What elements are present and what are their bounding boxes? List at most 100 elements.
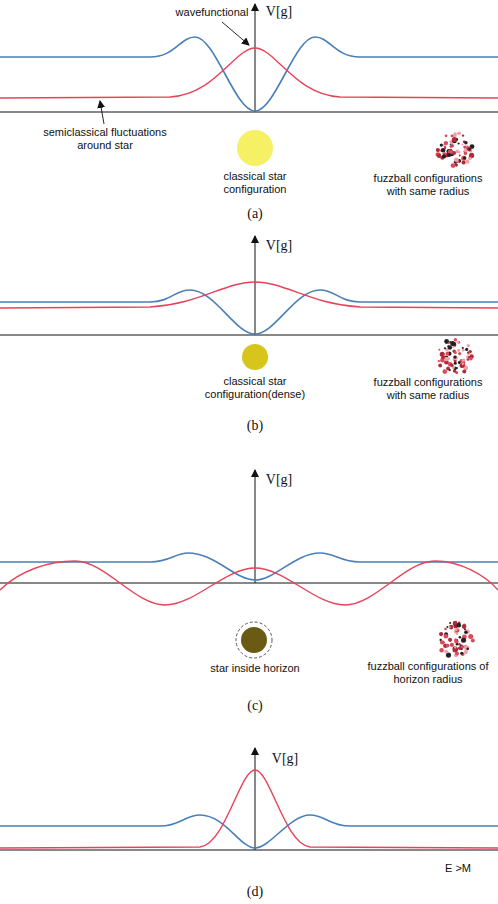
fuzz-dot [466,146,468,148]
fuzz-dot [457,349,460,352]
fuzz-dot [454,351,457,354]
fuzz-dot [444,147,446,149]
fuzz-dot [462,358,466,362]
v-axis [255,470,256,583]
fuzz-dot [454,646,456,648]
fuzz-dot [450,142,453,145]
fuzz-dot [437,154,441,158]
axis-label: V[g] [266,238,292,254]
wavefunctional-curve [0,561,498,605]
fuzz-dot [450,145,453,148]
baseline [0,335,498,336]
fuzz-dot [461,638,466,643]
fuzz-dot [444,650,448,654]
panel-label: (c) [247,698,263,714]
fuzz-dot [467,344,470,347]
fuzz-dot [459,636,462,639]
fuzz-dot [464,152,467,155]
potential-curve [0,553,498,580]
fuzz-dot [467,352,470,355]
config-label: fuzzball configurations with same radius [363,172,493,198]
fuzz-dot [452,346,454,348]
fuzz-dot [441,355,445,359]
fuzz-dot [440,144,443,147]
fuzz-dot [450,364,454,368]
fuzz-dot [439,648,443,652]
star [237,130,273,166]
fuzz-dot [454,157,459,162]
fuzz-dot [450,643,454,647]
fuzz-dot [461,143,463,145]
panel-label: (b) [247,418,263,434]
fuzz-dot [440,640,444,644]
fuzz-dot [455,163,458,166]
fuzz-dot [436,148,440,152]
fuzz-dot [452,137,457,142]
fuzz-dot [453,621,457,625]
fuzz-dot [457,341,460,344]
panel-label: (a) [247,206,263,222]
fuzz-dot [438,360,440,362]
fuzz-dot [458,142,460,144]
fuzz-dot [444,347,446,349]
fuzz-dot [453,342,457,346]
fuzz-dot [465,348,468,351]
fuzz-dot [462,363,464,365]
fuzz-dot [449,625,454,630]
fuzz-dot [445,134,448,137]
fuzz-dot [465,160,469,164]
fuzz-dot [469,357,472,360]
fuzz-dot [438,349,440,351]
fuzz-dot [460,363,465,368]
fuzz-dot [444,339,449,344]
baseline [0,112,498,113]
fuzz-dot [462,134,464,136]
fuzz-dot [458,151,461,154]
fuzz-dot [459,155,461,157]
fuzz-dot [448,345,452,349]
fuzz-dot [465,629,470,634]
fuzz-dot [451,135,454,138]
fuzz-dot [460,652,463,655]
fuzz-dot [458,352,461,355]
fuzz-dot [455,629,459,633]
fuzz-dot [449,622,451,624]
energy-label: E >M [445,862,471,875]
potential-curve [0,815,498,848]
fuzz-dot [468,148,470,150]
fuzz-dot [441,148,446,153]
fuzz-dot [446,367,450,371]
fuzz-dot [461,645,464,648]
axis-label: V[g] [266,4,292,20]
fuzz-dot [439,632,443,636]
config-label: fuzzball configurations of horizon radiu… [363,660,493,686]
fuzz-dot [467,351,469,353]
fuzz-dot [461,156,466,161]
fuzz-dot [463,156,466,159]
axis-label: V[g] [266,472,292,488]
fuzz-dot [463,145,466,148]
fuzz-dot [458,643,461,646]
potential-curve [0,37,498,111]
fuzz-dot [444,634,449,639]
fuzz-dot [449,626,451,628]
fuzz-dot [464,650,468,654]
fuzz-dot [444,141,448,145]
fuzz-dot [455,164,457,166]
leader-line [222,22,249,45]
fuzz-dot [456,367,458,369]
config-label: classical star configuration [208,170,303,196]
fuzz-dot [462,160,466,164]
note-label: semiclassical fluctuations around star [30,126,180,152]
fuzz-dot [469,157,472,160]
v-axis [255,748,256,850]
fuzz-dot [471,638,475,642]
fuzz-dot [454,362,457,365]
fuzz-dot [457,341,460,344]
dense-star [242,344,268,370]
fuzz-dot [456,643,459,646]
fuzz-dot [468,634,473,639]
potential-curve [0,290,498,334]
fuzz-dot [446,626,448,628]
curve-label: wavefunctional [176,6,249,19]
